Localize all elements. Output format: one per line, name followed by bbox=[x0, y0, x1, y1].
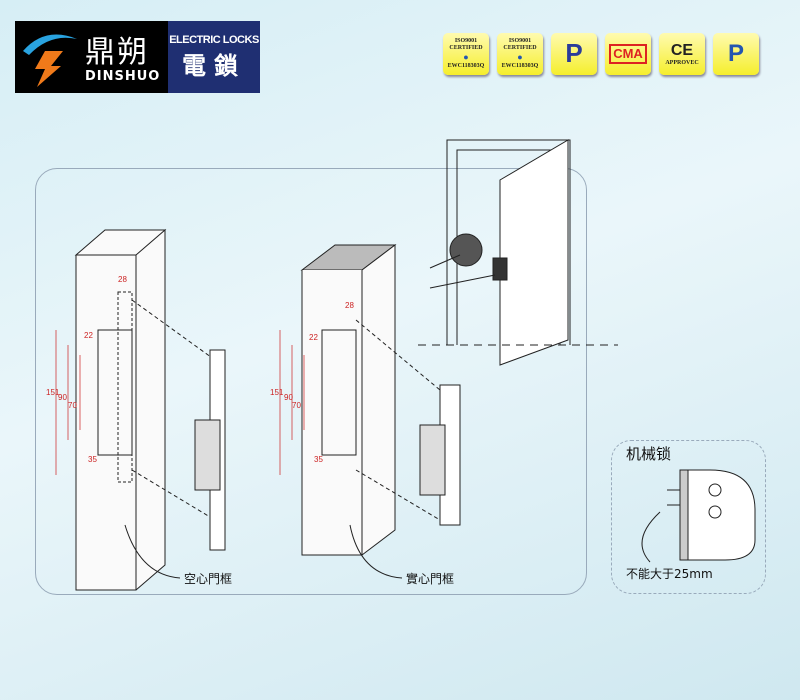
cma-badge: CMA bbox=[605, 33, 651, 75]
installation-panel bbox=[35, 168, 587, 595]
hollow-frame-drawing bbox=[74, 228, 226, 591]
dim-35: 35 bbox=[88, 455, 97, 464]
max-thickness-note: 不能大于25mm bbox=[626, 567, 713, 581]
dim-151: 151 bbox=[46, 388, 60, 397]
dim-70: 70 bbox=[68, 401, 77, 410]
dim-22: 22 bbox=[309, 333, 318, 342]
door-drawing bbox=[418, 139, 618, 366]
brand-logo: 鼎朔 DINSHUO ELECTRIC LOCKS 電鎖 bbox=[15, 21, 260, 93]
dim-28: 28 bbox=[345, 301, 354, 310]
mechanical-lock-panel bbox=[611, 440, 766, 594]
dim-90: 90 bbox=[58, 393, 67, 402]
logo-product: ELECTRIC LOCKS 電鎖 bbox=[168, 21, 260, 93]
solid-frame-drawing bbox=[300, 243, 461, 556]
dimension-lines bbox=[55, 330, 305, 475]
dim-22: 22 bbox=[84, 331, 93, 340]
dim-28: 28 bbox=[118, 275, 127, 284]
mechanical-lock-drawing bbox=[667, 469, 756, 561]
dim-90: 90 bbox=[284, 393, 293, 402]
p-mark-badge: P bbox=[551, 33, 597, 75]
hollow-frame-label: 空心門框 bbox=[184, 572, 233, 586]
pc-badge: P bbox=[713, 33, 759, 75]
dim-151: 151 bbox=[270, 388, 284, 397]
logo-mark: 鼎朔 DINSHUO bbox=[15, 21, 168, 93]
logo-swoosh-icon bbox=[23, 34, 77, 87]
dim-35: 35 bbox=[314, 455, 323, 464]
dim-70: 70 bbox=[292, 401, 301, 410]
solid-frame-label: 實心門框 bbox=[406, 572, 455, 586]
mechanical-lock-label: 机械锁 bbox=[626, 445, 672, 463]
